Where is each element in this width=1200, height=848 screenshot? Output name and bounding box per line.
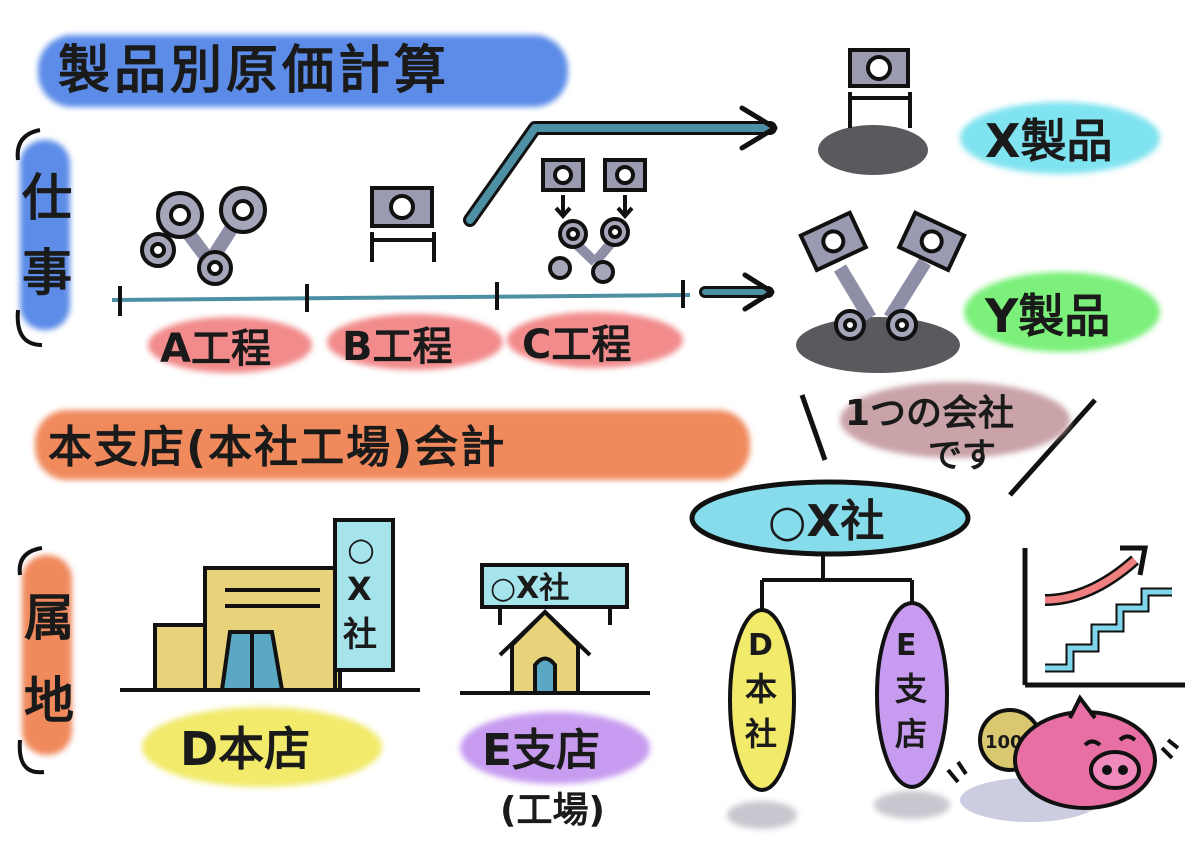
head-office-sign-1: ○	[347, 530, 375, 568]
one-company-note: 1つの会社 です	[799, 382, 1097, 497]
product-y: Y製品	[796, 210, 1160, 373]
note-line-1: 1つの会社	[845, 393, 1014, 434]
coin-label: 100	[985, 732, 1023, 753]
side-label-location-1: 属	[24, 589, 74, 647]
org-chart: ○X社 D 本 社 E 支 店	[689, 479, 971, 829]
bottom-title-group: 本支店(本社工場)会計	[35, 410, 750, 480]
branch-factory-icon: ○X社	[460, 563, 650, 695]
assembly-icon	[541, 158, 647, 284]
product-y-engine-icon	[798, 210, 967, 341]
product-y-shadow	[796, 317, 960, 373]
company-label: ○X社	[768, 496, 884, 547]
product-x-shadow	[818, 125, 928, 175]
head-office-highlight	[142, 707, 382, 787]
head-office-label: D本店	[180, 722, 310, 776]
product-y-highlight	[964, 272, 1160, 352]
side-label-location-highlight	[22, 555, 72, 755]
process-a-highlight	[148, 317, 312, 373]
product-x-piston-icon	[848, 48, 912, 128]
arrow-to-y-head	[742, 272, 775, 312]
product-x: X製品	[818, 48, 1160, 175]
bracket-top-2	[17, 546, 43, 576]
growth-chart-icon	[1022, 545, 1185, 688]
head-office-building-icon: ○ X 社	[120, 518, 420, 692]
arrow-to-x-head	[739, 105, 778, 151]
child-e-1: E	[896, 628, 917, 663]
process-c-highlight	[507, 312, 683, 368]
process-labels: A工程 B工程 C工程	[148, 312, 683, 373]
child-e-3: 店	[895, 715, 927, 753]
note-highlight	[840, 382, 1070, 458]
process-timeline	[111, 280, 691, 316]
bracket-bottom	[15, 309, 43, 347]
process-b-highlight	[327, 314, 503, 370]
connecting-rods-icon	[140, 186, 267, 286]
side-label-location: 属 地	[17, 546, 74, 775]
side-label-work: 仕 事	[15, 128, 72, 347]
product-y-label: Y製品	[984, 289, 1110, 343]
piston-icon	[370, 186, 436, 262]
child-e-2: 支	[895, 670, 927, 708]
side-label-work-1: 仕	[22, 169, 72, 227]
child-e-shadow	[874, 791, 950, 819]
head-office-sign-3: 社	[343, 615, 377, 655]
side-label-location-2: 地	[24, 672, 74, 730]
product-x-label: X製品	[985, 114, 1112, 168]
bracket-top	[15, 128, 41, 161]
process-a-label: A工程	[160, 326, 271, 372]
note-slash-left	[799, 394, 828, 461]
side-label-work-2: 事	[22, 244, 72, 302]
child-d-1: D	[748, 628, 773, 663]
timeline-line	[111, 293, 691, 302]
bottom-title-highlight	[35, 410, 750, 480]
child-d-2: 本	[745, 670, 777, 708]
top-title-group: 製品別原価計算	[38, 35, 568, 107]
head-office-sign-2: X	[347, 570, 372, 608]
child-d-node	[728, 608, 796, 792]
branch-highlight	[460, 712, 650, 784]
top-title: 製品別原価計算	[58, 41, 450, 101]
arrow-to-x	[466, 124, 774, 224]
branch-sign: ○X社	[490, 571, 569, 606]
bottom-title: 本支店(本社工場)会計	[48, 422, 506, 473]
process-c-label: C工程	[522, 322, 631, 368]
flow-arrows	[463, 105, 778, 312]
child-e-node	[875, 601, 949, 789]
top-title-highlight	[38, 35, 568, 107]
note-slash-right	[1008, 398, 1097, 497]
child-d-shadow	[727, 801, 797, 829]
piggy-bank-icon: 100	[946, 694, 1180, 822]
company-node	[689, 479, 971, 557]
branch-label: E支店	[482, 725, 600, 776]
child-d-3: 社	[745, 715, 777, 753]
process-b-label: B工程	[342, 324, 453, 370]
branch-sublabel: (工場)	[500, 790, 605, 831]
side-label-work-highlight	[20, 140, 70, 330]
product-x-highlight	[960, 102, 1160, 174]
bracket-bottom-2	[17, 739, 45, 775]
note-line-2: です	[928, 436, 996, 476]
